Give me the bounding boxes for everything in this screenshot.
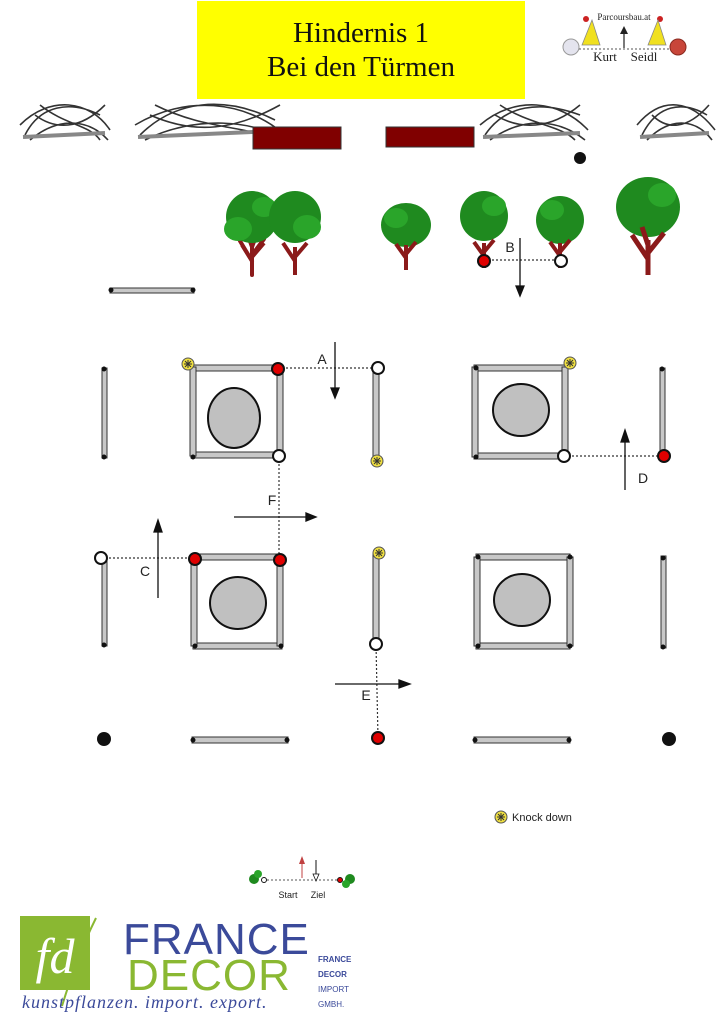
red-flag <box>273 553 287 567</box>
white-flag <box>371 361 385 375</box>
black-marker <box>97 732 111 746</box>
hedge-4 <box>636 104 716 141</box>
tree-1 <box>224 191 278 277</box>
knock-down-icon <box>494 810 508 824</box>
knock-down-markers <box>181 356 577 560</box>
wall-right <box>385 126 475 148</box>
brand-site: Parcoursbau.at <box>597 12 651 22</box>
marker-f: F <box>268 492 277 508</box>
pole <box>473 736 571 744</box>
tree-2 <box>269 191 321 275</box>
arrow-b <box>515 285 525 298</box>
france-decor-logo: fd FRANCE DECOR FRANCE DECOR IMPORT GMBH… <box>20 915 352 1012</box>
logo-side-2: DECOR <box>318 970 347 979</box>
gate-line-e <box>375 643 379 739</box>
hedge-scribbles <box>19 103 716 141</box>
tower-corners <box>190 365 573 649</box>
legend-knock-down: Knock down <box>512 812 572 824</box>
white-flag <box>94 551 108 565</box>
red-flag <box>188 552 202 566</box>
knock-down-icon <box>563 356 577 370</box>
arrow-f <box>305 512 318 522</box>
marker-e: E <box>361 687 370 703</box>
brand-name-right: Seidl <box>631 49 658 64</box>
hedge-1 <box>19 104 111 141</box>
gate-lines <box>101 259 664 739</box>
towers <box>189 364 574 650</box>
tree-5 <box>536 196 584 268</box>
pole <box>101 367 108 459</box>
red-flag <box>657 449 671 463</box>
start-label: Start <box>278 890 298 900</box>
logo-line-2: DECOR <box>127 951 291 1000</box>
trees <box>224 177 680 277</box>
knock-down-icon <box>370 454 384 468</box>
knock-down-icon <box>372 546 386 560</box>
pole <box>660 555 667 649</box>
flags <box>94 254 671 745</box>
logo-side-4: GMBH. <box>318 1000 344 1009</box>
red-flag <box>371 731 385 745</box>
marker-c: C <box>140 563 150 579</box>
tree-3 <box>381 203 431 270</box>
arrow-c <box>153 517 163 533</box>
hedge-2 <box>134 103 286 141</box>
pole <box>372 552 380 646</box>
pole-ends <box>101 287 666 743</box>
poles <box>101 287 667 744</box>
title-box: Hindernis 1 Bei den Türmen <box>197 1 525 99</box>
logo-side-1: FRANCE <box>318 955 352 964</box>
pole <box>191 736 289 744</box>
pole <box>372 367 380 462</box>
tower-top-left <box>189 364 284 459</box>
tree-4 <box>460 191 508 268</box>
finish-label: Ziel <box>311 890 326 900</box>
title-line-2: Bei den Türmen <box>267 51 455 83</box>
parcoursbau-logo: Parcoursbau.at Kurt Seidl <box>562 12 687 64</box>
white-flag <box>272 449 286 463</box>
start-finish-legend: Start Ziel <box>249 856 355 900</box>
arrow-a <box>330 387 340 400</box>
tower-top-right <box>471 364 569 460</box>
pole <box>101 557 108 647</box>
title-line-1: Hindernis 1 <box>292 17 430 49</box>
arrow-e <box>398 679 412 689</box>
white-flag <box>554 254 568 268</box>
tower-bottom-left <box>190 553 284 650</box>
legend: Knock down <box>494 810 572 824</box>
marker-a: A <box>317 351 327 367</box>
brand-name-left: Kurt <box>593 49 617 64</box>
red-flag <box>477 254 491 268</box>
white-flag <box>557 449 571 463</box>
logo-green-square <box>20 916 90 990</box>
tower-bottom-right <box>473 553 574 650</box>
arrow-d <box>620 427 630 443</box>
marker-d: D <box>638 470 648 486</box>
knock-down-icon <box>181 357 195 371</box>
red-flag <box>271 362 285 376</box>
pole <box>109 287 195 294</box>
logo-line-1: FRANCE <box>123 915 310 964</box>
hedge-3 <box>479 104 589 141</box>
black-marker <box>662 732 676 746</box>
pole <box>659 367 666 457</box>
wall-left <box>252 126 342 150</box>
marker-b: B <box>505 239 514 255</box>
logo-side-3: IMPORT <box>318 985 349 994</box>
white-flag <box>369 637 383 651</box>
black-marker <box>574 152 586 164</box>
tree-6 <box>616 177 680 275</box>
logo-tagline: kunstpflanzen. import. export. <box>22 992 267 1012</box>
logo-monogram: fd <box>36 928 76 984</box>
direction-arrows <box>153 238 630 689</box>
